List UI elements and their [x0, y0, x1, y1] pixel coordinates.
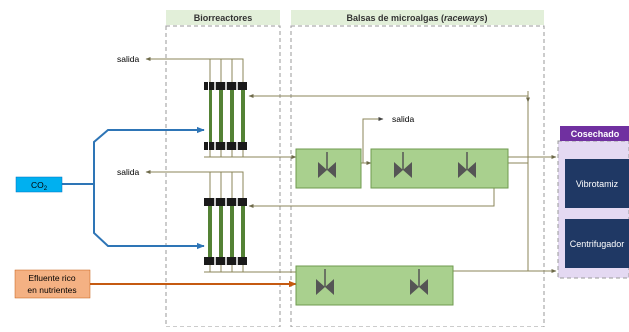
vibrotamiz-unit: [565, 159, 629, 208]
bioreactors-frame: [165, 25, 281, 328]
raceway-pond-1: [295, 148, 362, 189]
centrifugador-label: Centrifugador: [570, 239, 625, 249]
paddlewheel-icon: [318, 152, 336, 178]
harvest-header: [560, 126, 629, 141]
effluent-input: [14, 269, 91, 299]
harvest-title: Cosechado: [571, 129, 620, 139]
co2-label: CO2: [31, 180, 48, 192]
co2-lines: [62, 126, 205, 250]
paddlewheel-icon: [410, 269, 428, 295]
bioreactors-header: [166, 10, 280, 25]
effluent-label-line1: Efluente rico: [28, 273, 76, 283]
salida-middle-label: salida: [117, 167, 139, 177]
effluent-label-line2: en nutrientes: [27, 285, 76, 295]
bioreactor-bottom: [204, 198, 247, 265]
raceways-header: [291, 10, 544, 25]
co2-input: [15, 176, 63, 193]
paddlewheel-icon: [394, 152, 412, 178]
salida-top-label: salida: [117, 54, 139, 64]
bioreactors-title: Biorreactores: [194, 13, 253, 23]
raceway-pond-2: [370, 148, 509, 189]
centrifugador-unit: [565, 219, 629, 268]
raceways-title: Balsas de microalgas (raceways): [346, 13, 487, 23]
paddlewheel-icon: [316, 269, 334, 295]
vibrotamiz-label: Vibrotamiz: [576, 179, 619, 189]
paddlewheel-icon: [458, 152, 476, 178]
bioreactor-top: [204, 82, 247, 150]
salida-raceway-label: salida: [392, 114, 414, 124]
